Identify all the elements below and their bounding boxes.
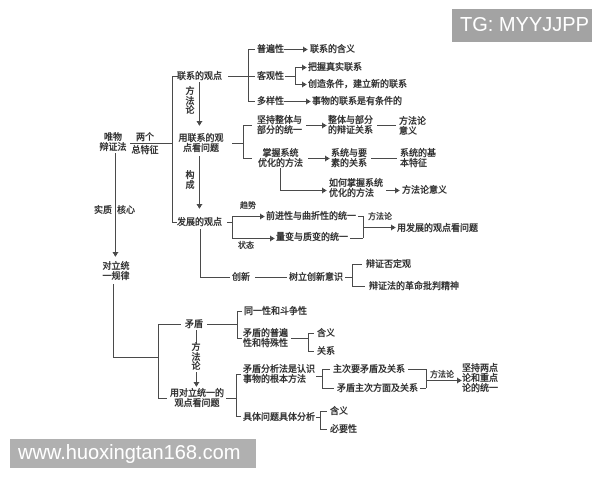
node-two-points: 坚持两点 论和重点 论的统一 [462,363,499,393]
node-forward-tortuous: 前进性与曲折性的统一 [266,211,357,221]
watermark-website: www.huoxingtan168.com [10,439,256,468]
label-methodology-3: 方法论 [191,342,201,372]
node-principal-contradiction: 主次要矛盾及关系 [333,364,406,374]
node-methodology-meaning-b: 方法论意义 [402,185,448,195]
node-how-system: 如何掌握系统 优化的方法 [329,178,384,198]
node-connection-meaning: 联系的含义 [310,44,356,54]
node-principal-aspect: 矛盾主次方面及关系 [337,383,419,393]
node-analysis-method: 矛盾分析法是认识 事物的根本方法 [243,364,316,384]
node-innovation-awareness: 树立创新意识 [289,272,344,282]
node-meaning-b: 含义 [330,406,349,416]
node-essence-right: 核心 [117,205,136,215]
node-whole-part-unity: 坚持整体与 部分的统一 [256,115,302,135]
node-use-connection-view: 用联系的观 点看问题 [178,133,224,153]
node-innovation: 创新 [232,272,251,282]
watermark-telegram: TG: MYYJJPP [452,9,592,42]
label-state: 状态 [238,241,254,250]
node-conditional: 事物的联系是有条件的 [312,96,403,106]
node-opposites-law: 对立统 一规律 [102,261,130,281]
node-connection-view: 联系的观点 [177,71,223,81]
label-constitute: 构成 [185,170,195,190]
node-necessity: 必要性 [330,424,358,434]
node-universality-particularity: 矛盾的普遍 性和特殊性 [243,328,289,348]
node-two-features-top: 两个 [135,132,154,142]
label-trend: 趋势 [240,201,256,210]
node-use-development-view: 用发展的观点看问题 [397,223,479,233]
node-quantity-quality: 量变与质变的统一 [276,232,349,242]
node-grasp-real: 把握真实联系 [308,62,363,72]
node-contradiction: 矛盾 [185,319,204,329]
node-critical-spirit: 辩证法的革命批判精神 [369,281,460,291]
label-methodology-2: 方法论 [368,212,392,221]
node-essence-left: 实质 [94,205,113,215]
node-meaning-a: 含义 [317,328,336,338]
node-use-opposites-view: 用对立统一的 观点看问题 [169,388,224,408]
node-objectivity: 客观性 [257,71,285,81]
node-methodology-meaning-a: 方法论 意义 [399,116,427,136]
node-relation: 关系 [317,346,336,356]
node-root: 唯物 辩证法 [99,132,127,152]
node-dialectical-negation: 辩证否定观 [366,259,412,269]
node-diversity: 多样性 [257,96,285,106]
label-methodology-4: 方法论 [430,370,454,379]
node-system-features: 系统的基 本特征 [400,148,437,168]
node-identity-struggle: 同一性和斗争性 [244,306,308,316]
node-two-features-bottom: 总特征 [131,145,159,155]
node-universality: 普遍性 [257,44,285,54]
node-concrete-analysis: 具体问题具体分析 [243,412,316,422]
node-whole-part-relation: 整体与部分 的辩证关系 [328,115,374,135]
node-development-view: 发展的观点 [177,217,223,227]
node-system-method: 掌握系统 优化的方法 [257,148,303,168]
label-methodology-1: 方法论 [185,86,195,115]
node-create-conditions: 创造条件，建立新的联系 [308,79,408,89]
node-system-element: 系统与要 素的关系 [331,148,368,168]
